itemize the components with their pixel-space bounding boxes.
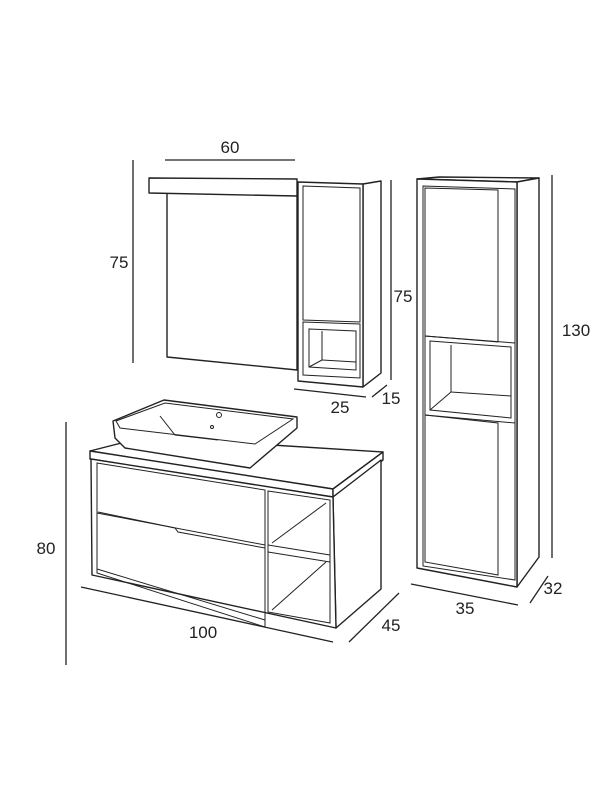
dimension-line-tall-cabinet-width [410, 583, 519, 606]
dimension-line-wall-cabinet-depth [371, 384, 388, 398]
dimension-label-wall-cabinet-depth: 15 [382, 389, 401, 408]
dimension-line-tall-cabinet-depth [529, 575, 549, 604]
dimension-label-mirror-height: 75 [110, 253, 129, 272]
wall-cabinet-niche [302, 321, 361, 379]
dimension-label-vanity-height: 80 [37, 539, 56, 558]
tall-cabinet-lower-door [424, 414, 499, 576]
dimension-label-vanity-depth: 45 [382, 616, 401, 635]
wall-cabinet-door [302, 185, 361, 323]
dimension-label-tall-cabinet-height: 130 [562, 321, 590, 340]
dimension-label-mirror-width: 60 [221, 138, 240, 157]
faucet-hole [216, 412, 222, 418]
light-bar [148, 177, 298, 197]
tall-cabinet-side [516, 177, 540, 588]
mirror-cabinet [148, 177, 298, 371]
dimension-label-tall-cabinet-width: 35 [456, 599, 475, 618]
mirror-panel [166, 192, 298, 371]
basin-body [112, 399, 298, 469]
dimension-label-tall-cabinet-depth: 32 [544, 579, 563, 598]
shelf-divider [267, 544, 331, 556]
basin [112, 399, 298, 469]
dimension-label-wall-cabinet-width: 25 [331, 398, 350, 417]
drawer-handle [97, 511, 266, 549]
wall-cabinet-side [362, 180, 382, 388]
dimension-line-vanity-depth [348, 592, 400, 643]
dimension-label-vanity-width: 100 [189, 623, 217, 642]
drawer-divider [96, 512, 266, 546]
basin-rim [115, 402, 295, 445]
dimension-line-wall-cabinet-width [293, 388, 367, 398]
wall-cabinet-front [297, 181, 364, 388]
open-shelves [267, 490, 331, 624]
tall-cabinet [416, 176, 540, 588]
tall-cabinet-niche [424, 335, 516, 424]
dimension-label-wall-cabinet-height: 75 [394, 287, 413, 306]
overflow-hole [210, 425, 214, 429]
wall-cabinet [297, 180, 382, 388]
dimension-line-vanity-width [80, 586, 334, 643]
tall-cabinet-front [416, 178, 518, 588]
vanity-top-side [332, 451, 384, 498]
